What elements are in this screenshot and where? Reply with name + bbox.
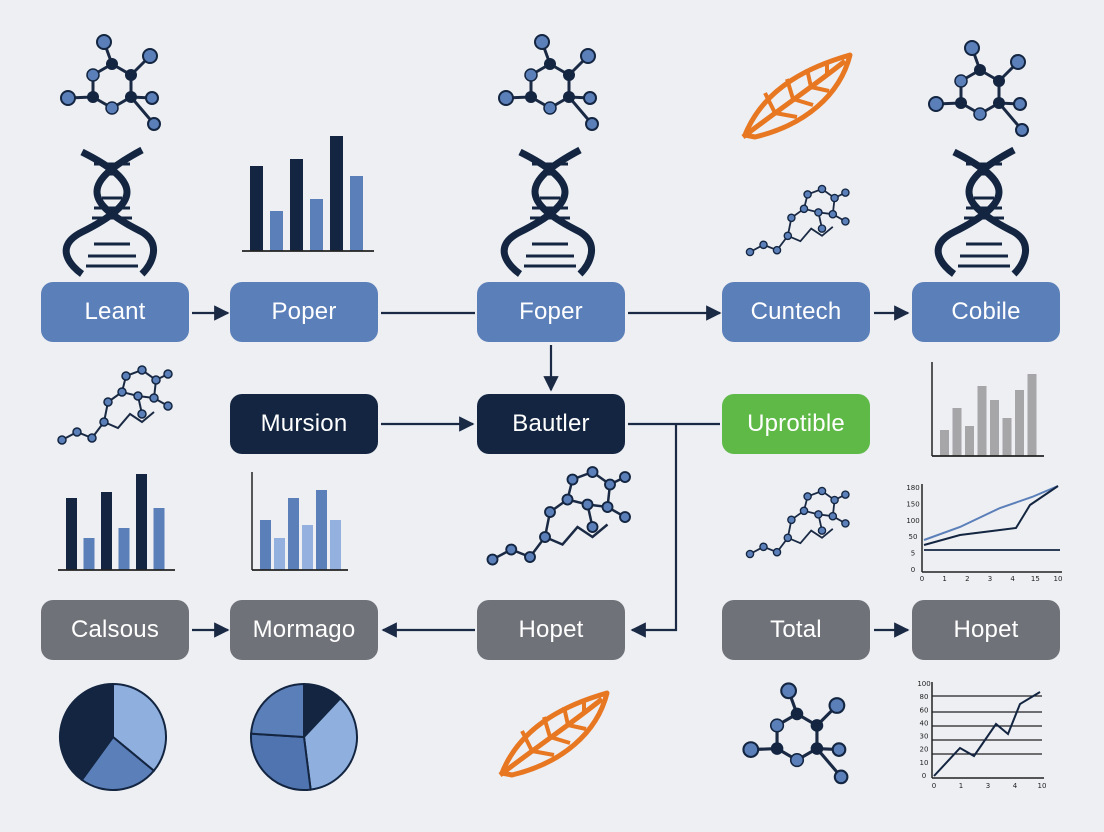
tick-label: 0	[932, 782, 936, 790]
node-poper[interactable]: Poper	[230, 282, 378, 342]
tick-label: 20	[920, 746, 929, 754]
bar	[990, 400, 999, 456]
molecule-icon	[497, 33, 600, 132]
tick-label: 10	[1038, 782, 1047, 790]
node-mursion[interactable]: Mursion	[230, 394, 378, 454]
tick-label: 10	[920, 759, 929, 767]
tick-label: 100	[917, 680, 930, 688]
tick-label: 4	[1013, 782, 1018, 790]
tick-label: 1	[942, 575, 946, 583]
bar	[316, 490, 327, 570]
tick-label: 30	[920, 733, 929, 741]
node-leant[interactable]: Leant	[41, 282, 189, 342]
tick-label: 4	[1010, 575, 1015, 583]
leaf-icon	[500, 693, 607, 775]
node-cuntech[interactable]: Cuntech	[722, 282, 870, 342]
bar	[310, 199, 323, 251]
node-cobile[interactable]: Cobile	[912, 282, 1060, 342]
molecule-icon	[745, 184, 850, 257]
bar	[1027, 374, 1037, 456]
tick-label: 100	[906, 517, 919, 525]
molecule-icon	[741, 681, 849, 785]
tick-label: 0	[922, 772, 926, 780]
bar	[66, 498, 77, 570]
node-uprotible[interactable]: Uprotible	[722, 394, 870, 454]
tick-label: 180	[906, 484, 919, 492]
pie-slice	[302, 696, 358, 791]
bar	[350, 176, 363, 251]
tick-label: 0	[920, 575, 924, 583]
molecule-icon	[927, 39, 1030, 138]
tick-label: 0	[911, 566, 915, 574]
node-hopet-2[interactable]: Hopet	[912, 600, 1060, 660]
pie-chart-icon	[59, 682, 167, 791]
pie-slice	[112, 682, 167, 773]
molecule-icon	[745, 486, 850, 559]
bar	[101, 492, 112, 570]
bar	[1002, 418, 1012, 456]
molecule-icon	[59, 33, 162, 132]
tick-label: 2	[965, 575, 969, 583]
dna-helix-icon	[938, 150, 1025, 274]
node-calsous[interactable]: Calsous	[41, 600, 189, 660]
tick-label: 60	[920, 706, 929, 714]
leaf-icon	[743, 55, 850, 137]
bar	[153, 508, 165, 570]
bar	[330, 136, 343, 251]
tick-label: 10	[1054, 575, 1063, 583]
connector-layer	[192, 305, 910, 638]
bar	[274, 538, 285, 570]
node-total[interactable]: Total	[722, 600, 870, 660]
molecule-icon	[57, 365, 173, 445]
tick-label: 50	[909, 533, 918, 541]
node-hopet[interactable]: Hopet	[477, 600, 625, 660]
bar	[965, 426, 974, 456]
tick-label: 15	[1031, 575, 1040, 583]
bar	[250, 166, 263, 251]
bar	[1015, 390, 1024, 456]
tick-label: 150	[906, 500, 919, 508]
bar	[118, 528, 130, 570]
bar	[330, 520, 341, 570]
bar	[260, 520, 271, 570]
bar	[83, 538, 95, 570]
bar	[270, 211, 283, 251]
bar	[302, 525, 313, 570]
tick-label: 3	[986, 782, 990, 790]
node-mormago[interactable]: Mormago	[230, 600, 378, 660]
bar-chart-icon	[931, 362, 1044, 457]
pie-slice	[250, 682, 305, 739]
bar-chart-icon	[251, 472, 348, 571]
bar	[288, 498, 299, 570]
molecule-icon	[486, 465, 632, 566]
pie-slice	[59, 682, 114, 782]
bar-chart-icon	[58, 474, 175, 571]
dna-helix-icon	[504, 150, 591, 274]
node-bautler[interactable]: Bautler	[477, 394, 625, 454]
bar	[136, 474, 147, 570]
tick-label: 1	[959, 782, 963, 790]
bar	[952, 408, 962, 456]
node-foper[interactable]: Foper	[477, 282, 625, 342]
bar	[290, 159, 303, 251]
pie-slice	[250, 732, 312, 791]
bar-chart-icon	[242, 136, 374, 252]
dna-helix-icon	[66, 150, 153, 274]
tick-label: 3	[988, 575, 992, 583]
bar	[940, 430, 949, 456]
tick-label: 40	[920, 719, 929, 727]
pie-chart-icon	[250, 682, 358, 791]
tick-label: 80	[920, 693, 929, 701]
tick-label: 5	[911, 550, 915, 558]
pie-slice	[80, 735, 156, 791]
bar	[977, 386, 987, 456]
